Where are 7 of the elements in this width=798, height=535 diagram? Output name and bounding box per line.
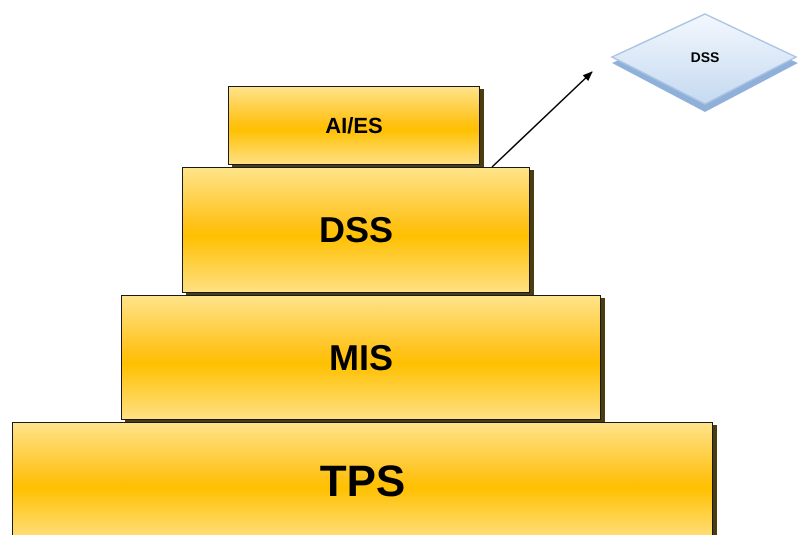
tier-label: DSS [318,212,394,248]
arrow [491,71,593,168]
tier-label: TPS [320,460,406,504]
tier-label: AI/ES [325,114,383,136]
tier-label: MIS [328,340,393,376]
node-label: DSS [690,49,720,65]
decision-diamond [610,12,798,114]
